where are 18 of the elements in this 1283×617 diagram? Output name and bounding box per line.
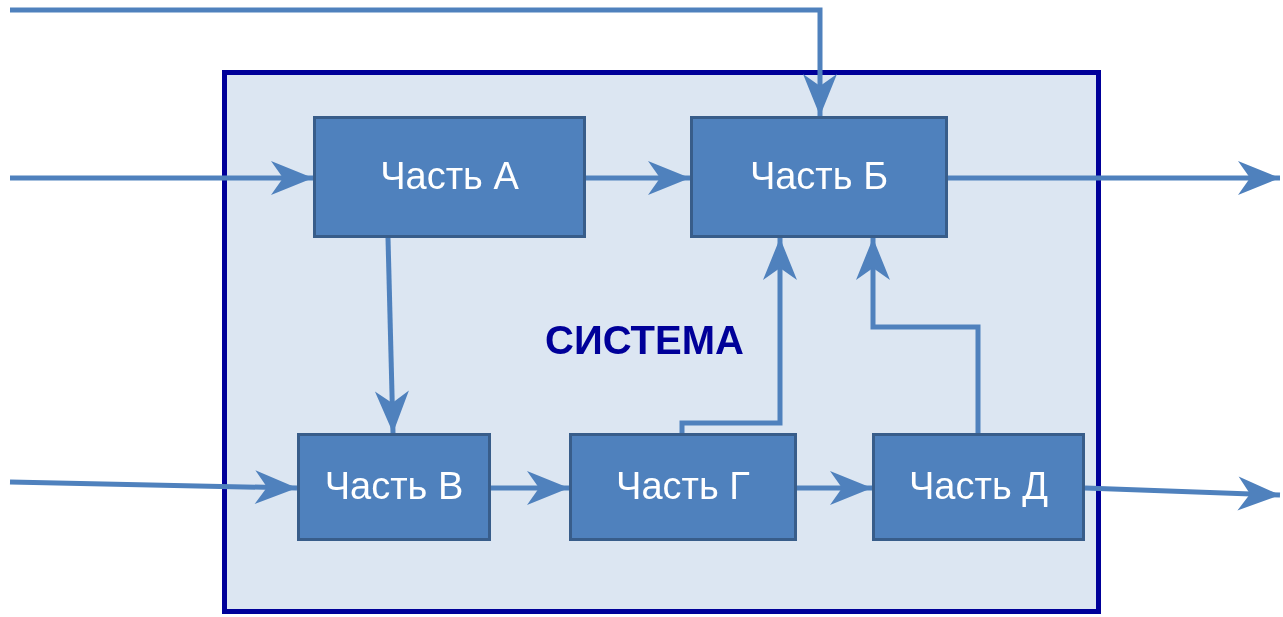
arrow	[948, 161, 1280, 195]
process-box: Часть Г	[569, 433, 797, 541]
arrow	[491, 471, 569, 505]
process-box: Часть Д	[872, 433, 1085, 541]
arrow	[679, 238, 797, 433]
process-box: Часть В	[297, 433, 491, 541]
arrow	[9, 470, 298, 505]
arrow	[10, 7, 837, 116]
system-box	[222, 70, 1101, 614]
system-title: СИСТЕМА	[545, 318, 744, 363]
process-box: Часть Б	[690, 116, 948, 238]
arrow	[1084, 476, 1281, 511]
arrow	[586, 161, 690, 195]
arrow	[797, 471, 872, 505]
arrow	[856, 238, 981, 433]
process-box: Часть А	[313, 116, 586, 238]
arrow	[374, 237, 409, 434]
arrow	[10, 161, 313, 195]
